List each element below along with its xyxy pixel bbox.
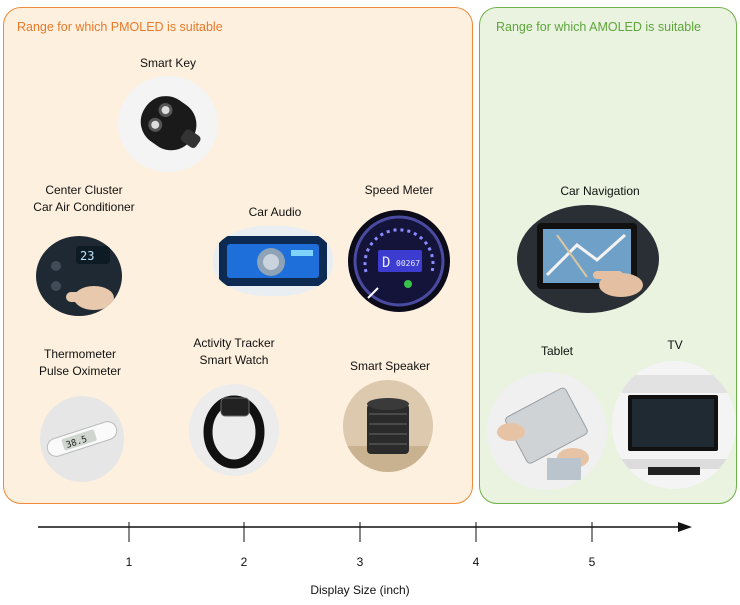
- thermometer-icon: 38.5: [40, 396, 124, 482]
- svg-text:D: D: [382, 255, 390, 271]
- car-stereo-icon: [213, 226, 333, 296]
- speedometer-icon: D 00267: [348, 210, 450, 312]
- fitness-band-icon: [189, 384, 279, 476]
- smart-speaker-label: Smart Speaker: [349, 359, 431, 373]
- axis-tick-label-3: 3: [356, 555, 364, 569]
- axis-title: Display Size (inch): [310, 583, 410, 597]
- thermometer-label: Thermometer: [43, 347, 117, 361]
- tablet-label: Tablet: [540, 344, 574, 358]
- smart-watch-label: Smart Watch: [199, 353, 269, 367]
- car-navigation-label: Car Navigation: [560, 184, 640, 198]
- axis-tick-label-2: 2: [240, 555, 248, 569]
- axis-arrowhead: [678, 522, 692, 532]
- svg-text:23: 23: [80, 249, 94, 263]
- pulse-oximeter-label: Pulse Oximeter: [38, 364, 122, 378]
- activity-tracker-label: Activity Tracker: [193, 336, 275, 350]
- tv-label: TV: [667, 338, 683, 352]
- speaker-icon: [343, 380, 433, 472]
- car-dashboard-icon: 23: [36, 236, 122, 316]
- center-cluster-label: Center Cluster: [45, 183, 123, 197]
- car-air-conditioner-label: Car Air Conditioner: [33, 200, 135, 214]
- svg-text:00267: 00267: [396, 259, 420, 268]
- smart-key-label: Smart Key: [139, 56, 196, 70]
- tablet-icon: [487, 372, 607, 490]
- speed-meter-label: Speed Meter: [364, 183, 434, 197]
- amoled-region-title: Range for which AMOLED is suitable: [496, 20, 701, 34]
- axis-tick-label-4: 4: [472, 555, 480, 569]
- car-key-fob-icon: [118, 76, 218, 172]
- axis-tick-label-5: 5: [588, 555, 596, 569]
- display-size-axis: [38, 522, 692, 542]
- television-icon: [612, 361, 736, 489]
- axis-tick-label-1: 1: [125, 555, 133, 569]
- navigation-screen-icon: [517, 205, 659, 313]
- car-audio-label: Car Audio: [248, 205, 302, 219]
- pmoled-region-title: Range for which PMOLED is suitable: [17, 20, 223, 34]
